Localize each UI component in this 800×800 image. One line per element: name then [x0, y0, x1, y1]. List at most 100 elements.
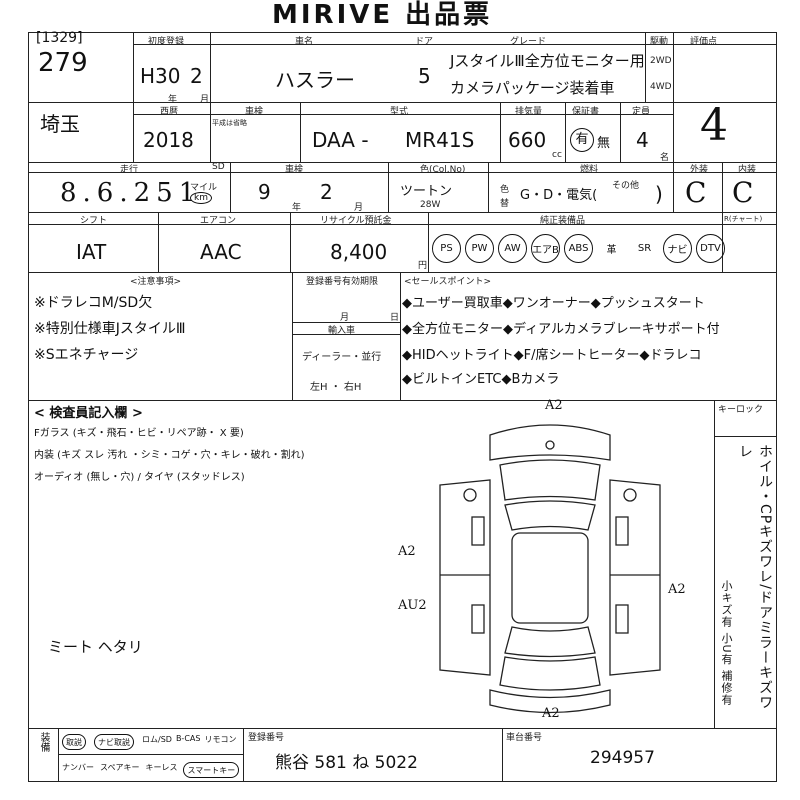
shaken-month: 2	[320, 180, 333, 204]
item-remote: リモコン	[204, 735, 237, 744]
recycle-value: 8,400	[330, 240, 388, 264]
exterior-label: 外装	[690, 165, 709, 175]
bottom-items-row1: 取説 ナビ取説 ロム/SD B-CAS リモコン	[62, 734, 236, 750]
lot-bracket-number: [1329]	[36, 30, 83, 46]
color-label: 色(Col.No)	[420, 165, 466, 175]
chassis-label: 車検	[285, 165, 304, 175]
lot-number: 279	[38, 48, 88, 78]
month-value: 2	[190, 64, 203, 88]
rechart-label: R(チャート)	[724, 215, 763, 223]
bottom-items-row2: ナンバー スペアキー キーレス スマートキー	[62, 762, 243, 778]
shaken-year: 9	[258, 180, 271, 204]
fuel-other: その他	[612, 181, 640, 191]
car-damage-diagram	[439, 424, 661, 714]
region: 埼玉	[40, 112, 80, 136]
mileage-value: 8.6.251	[60, 178, 202, 208]
equip-dtv: DTV	[696, 234, 725, 263]
note-2: ※特別仕様車JスタイルⅢ	[34, 321, 186, 337]
car-roof	[511, 532, 589, 624]
color-char2: 替	[500, 199, 510, 209]
cc-unit: cc	[552, 150, 562, 160]
sales-point-4: ◆ビルトインETC◆Bカメラ	[402, 372, 560, 387]
item-keyless: キーレス	[145, 763, 178, 772]
displacement-value: 660	[508, 128, 547, 152]
item-rom-sd: ロム/SD	[142, 735, 172, 744]
grade-line1: JスタイルⅢ全方位モニター用	[450, 52, 645, 70]
equip-ps: PS	[432, 234, 461, 263]
doors-label: ドア	[415, 37, 434, 47]
interior-value: C	[732, 176, 754, 209]
color-char1: 色	[500, 185, 510, 195]
shaken-label: 車検	[245, 107, 264, 117]
model-prefix: DAA -	[312, 128, 369, 152]
color-value: ツートン	[400, 184, 453, 199]
grade-label: グレード	[510, 37, 547, 47]
sd-label: SD	[212, 162, 225, 172]
equipment-list: PS PW AW エアB ABS 革 SR ナビ DTV	[432, 234, 729, 263]
era-value: H30	[140, 64, 181, 88]
equip-leather: 革	[606, 245, 617, 256]
capacity-value: 4	[636, 128, 649, 152]
item-navi-manual: ナビ取説	[94, 734, 134, 750]
inspector-title: < 検査員記入欄 >	[34, 406, 143, 421]
year-unit: 年	[168, 95, 178, 105]
car-right-mirror	[623, 488, 637, 502]
equip-sr: SR	[637, 243, 652, 254]
recycle-label: リサイクル預託金	[320, 216, 392, 226]
equip-airbag: エアB	[531, 234, 560, 263]
inspector-line2: 内装 (キズ スレ 汚れ ・シミ・コゲ・穴・キレ・破れ・割れ)	[34, 450, 305, 461]
drive-2wd: 2WD	[650, 56, 672, 66]
doors-value: 5	[418, 64, 431, 88]
car-trunk	[499, 656, 601, 691]
shift-label: シフト	[80, 216, 108, 226]
year-value: 2018	[143, 128, 194, 152]
score-value: 4	[700, 100, 728, 151]
import-label: 輸入車	[328, 326, 356, 336]
yen-unit: 円	[418, 261, 428, 271]
equip-pw: PW	[465, 234, 494, 263]
km-unit-text: km	[194, 193, 208, 203]
drive-4wd: 4WD	[650, 82, 672, 92]
equip-aw: AW	[498, 234, 527, 263]
inspector-line1: Fガラス (キズ・飛石・ヒビ・リペア跡・ X 要)	[34, 428, 244, 439]
car-left-mirror	[463, 488, 477, 502]
sales-point-1: ◆ユーザー買取車◆ワンオーナー◆プッシュスタート	[402, 296, 705, 311]
katashiki-label: 型式	[390, 107, 409, 117]
grade-line2: カメラパッケージ装着車	[450, 79, 615, 97]
car-right-side	[609, 479, 661, 676]
dealer-label: ディーラー・並行	[302, 352, 382, 363]
notes-title: <注意事項>	[130, 277, 182, 287]
car-rear-glass	[504, 626, 596, 658]
item-spare-key: スペアキー	[100, 763, 140, 772]
car-front-bumper	[489, 424, 611, 461]
chassis-no-value: 294957	[590, 748, 655, 768]
damage-top: A2	[545, 398, 563, 413]
mileage-label: 走行	[120, 165, 139, 175]
car-left-side	[439, 479, 491, 676]
first-reg-label: 初度登録	[148, 37, 185, 47]
month-unit: 月	[200, 95, 210, 105]
reg-expiry-label: 登録番号有効期限	[306, 277, 379, 287]
note-3: ※Sエネチャージ	[34, 347, 139, 363]
car-rear-bumper	[489, 689, 611, 714]
aircon-label: エアコン	[200, 216, 237, 226]
chassis-no-label: 車台番号	[506, 733, 543, 743]
fuel-close: )	[655, 182, 663, 206]
drive-label: 駆動	[650, 37, 669, 47]
damage-left1: A2	[398, 544, 416, 559]
car-windshield	[504, 500, 596, 531]
side-note-2: 小キズ有 小U有 補修有	[720, 580, 733, 707]
plate-value: 熊谷 581 ね 5022	[275, 753, 418, 773]
displacement-label: 排気量	[515, 107, 543, 117]
plate-label: 登録番号	[248, 733, 285, 743]
reg-day: 日	[390, 313, 400, 323]
mileage-unit: マイル	[190, 183, 218, 193]
document-title: MIRIVE 出品票	[272, 0, 493, 30]
damage-bottom: A2	[542, 706, 560, 721]
fuel-label: 燃料	[580, 165, 599, 175]
car-hood	[499, 459, 601, 501]
equip-label: 装備	[38, 732, 49, 752]
item-bcas: B-CAS	[175, 734, 201, 743]
person-unit: 名	[660, 153, 670, 163]
car-name: ハスラー	[275, 68, 355, 92]
